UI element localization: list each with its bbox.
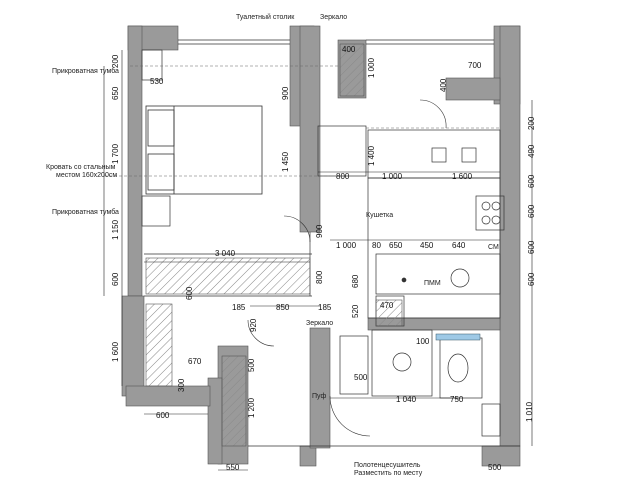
dim-185b: 185 (318, 303, 332, 312)
wardrobe (145, 43, 403, 447)
dim-300: 300 (177, 378, 186, 392)
dim-1000a: 1 000 (367, 57, 376, 78)
dim-900b: 900 (315, 224, 324, 238)
dim-600f: 600 (527, 272, 536, 286)
dim-650b: 650 (389, 241, 403, 250)
dim-400a: 400 (342, 45, 356, 54)
dim-1000b: 1 000 (382, 172, 403, 181)
label-washer: ПММ (424, 280, 441, 287)
label-kitchen-seat: Кушетка (366, 212, 394, 219)
dim-750: 750 (450, 395, 464, 404)
dim-850: 850 (276, 303, 290, 312)
dim-600d: 600 (527, 204, 536, 218)
dim-500b: 500 (247, 358, 256, 372)
dim-200: 200 (111, 54, 120, 68)
dim-185a: 185 (232, 303, 246, 312)
dim-500a: 500 (354, 373, 368, 382)
dim-600a: 600 (111, 272, 120, 286)
dim-3040: 3 040 (215, 249, 236, 258)
dim-1150: 1 150 (111, 219, 120, 240)
radiator (435, 333, 481, 341)
dim-640: 640 (452, 241, 466, 250)
label-pipe: Пуф (312, 393, 327, 400)
label-mirror-bottom: Зеркало (306, 320, 334, 327)
label-mirror-top: Зеркало (320, 14, 348, 21)
dim-900a: 900 (281, 86, 290, 100)
dim-1040: 1 040 (396, 395, 417, 404)
hob (392, 201, 501, 383)
dim-450: 450 (420, 241, 434, 250)
dim-700: 700 (468, 61, 482, 70)
inner-lines (141, 39, 520, 447)
dim-600b: 600 (185, 286, 194, 300)
dim-600e: 600 (527, 240, 536, 254)
dim-400b: 400 (439, 78, 448, 92)
dim-490: 490 (527, 144, 536, 158)
dim-1700: 1 700 (111, 143, 120, 164)
dim-530: 530 (150, 77, 164, 86)
label-towel-line1: Полотенцесушитель (354, 462, 421, 469)
dim-80: 80 (372, 241, 381, 250)
dim-920: 920 (249, 318, 258, 332)
dim-800a: 800 (336, 172, 350, 181)
dim-1400: 1 400 (367, 145, 376, 166)
dim-1450: 1 450 (281, 151, 290, 172)
dim-670: 670 (188, 357, 202, 366)
dim-1200: 1 200 (247, 397, 256, 418)
dim-650: 650 (111, 86, 120, 100)
dim-470: 470 (380, 301, 394, 310)
dim-1000c: 1 000 (336, 241, 357, 250)
label-towel-line2: Разместить по месту (354, 470, 423, 477)
label-appliance: СМ (488, 244, 499, 251)
label-bedside-2: Прикроватная тумба (52, 209, 119, 216)
label-vanity-table: Туалетный столик (236, 14, 295, 21)
label-bed-line1: Кровать со стальным (46, 164, 116, 171)
dimension-lines (103, 50, 533, 471)
dim-1600a: 1 600 (111, 341, 120, 362)
dim-680: 680 (351, 274, 360, 288)
dim-600c: 600 (527, 174, 536, 188)
dim-600g: 600 (156, 411, 170, 420)
dim-1600b: 1 600 (452, 172, 473, 181)
dim-800b: 800 (315, 270, 324, 284)
dashed-lines (104, 65, 500, 177)
dim-500c: 500 (488, 463, 502, 472)
dim-100: 100 (416, 337, 430, 346)
dim-520: 520 (351, 304, 360, 318)
label-bedside-1: Прикроватная тумба (52, 68, 119, 75)
bed (145, 105, 263, 195)
dim-1010: 1 010 (525, 401, 534, 422)
label-bed-line2: местом 160х200см (56, 172, 118, 179)
dim-550: 550 (226, 463, 240, 472)
doors (247, 99, 447, 437)
dim-200b: 200 (527, 116, 536, 130)
